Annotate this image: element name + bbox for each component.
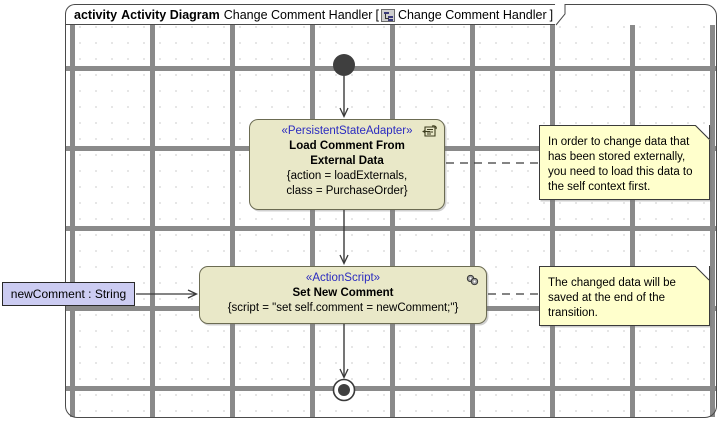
stereotype-label: «ActionScript» [305, 272, 381, 284]
node-body-line1: {action = loadExternals, [286, 170, 408, 182]
frame-qualified-name: Change Comment Handler [397, 8, 547, 22]
node-body-line2: class = PurchaseOrder} [286, 185, 408, 197]
frame-name: Change Comment Handler [223, 8, 373, 22]
note-line: the self context first. [548, 181, 651, 193]
note-line: The changed data will be [548, 277, 676, 289]
action-node-load-comment[interactable]: «PersistentStateAdapter» Load Comment Fr… [249, 119, 445, 210]
note-fold-icon [695, 266, 710, 281]
frame-tab-underline [65, 24, 555, 25]
action-node-set-new-comment[interactable]: «ActionScript» Set New Comment {script =… [199, 266, 487, 324]
stereotype-label: «PersistentStateAdapter» [281, 125, 413, 137]
note-line: In order to change data that [548, 136, 690, 148]
node-body-line1: {script = "set self.comment = newComment… [227, 302, 459, 314]
note-fold-icon [695, 125, 710, 140]
frame-keyword: activity [74, 8, 118, 22]
frame-type-label: Activity Diagram [121, 8, 220, 22]
note-load-comment[interactable]: In order to change data that has been st… [539, 125, 710, 200]
node-name-line1: Load Comment From [289, 140, 405, 152]
note-line: you need to load this data to [548, 166, 693, 178]
frame-tab-slant [555, 4, 567, 26]
note-line: transition. [548, 307, 598, 319]
parameter-label: newComment : String [10, 287, 127, 301]
frame-bracket-close: ] [549, 8, 554, 22]
activity-parameter-node[interactable]: newComment : String [2, 282, 135, 306]
activity-frame [65, 4, 717, 418]
frame-bracket-open: [ [375, 8, 379, 22]
action-script-icon [464, 273, 481, 288]
persistent-state-adapter-icon [421, 125, 438, 140]
node-name-line1: Set New Comment [292, 287, 394, 299]
frame-title-tab[interactable]: activity Activity Diagram Change Comment… [65, 4, 555, 25]
node-name-line2: External Data [310, 155, 384, 167]
note-line: has been stored externally, [548, 151, 686, 163]
tree-hierarchy-icon [380, 8, 395, 22]
note-line: saved at the end of the [548, 292, 666, 304]
note-save-transition[interactable]: The changed data will be saved at the en… [539, 266, 710, 326]
